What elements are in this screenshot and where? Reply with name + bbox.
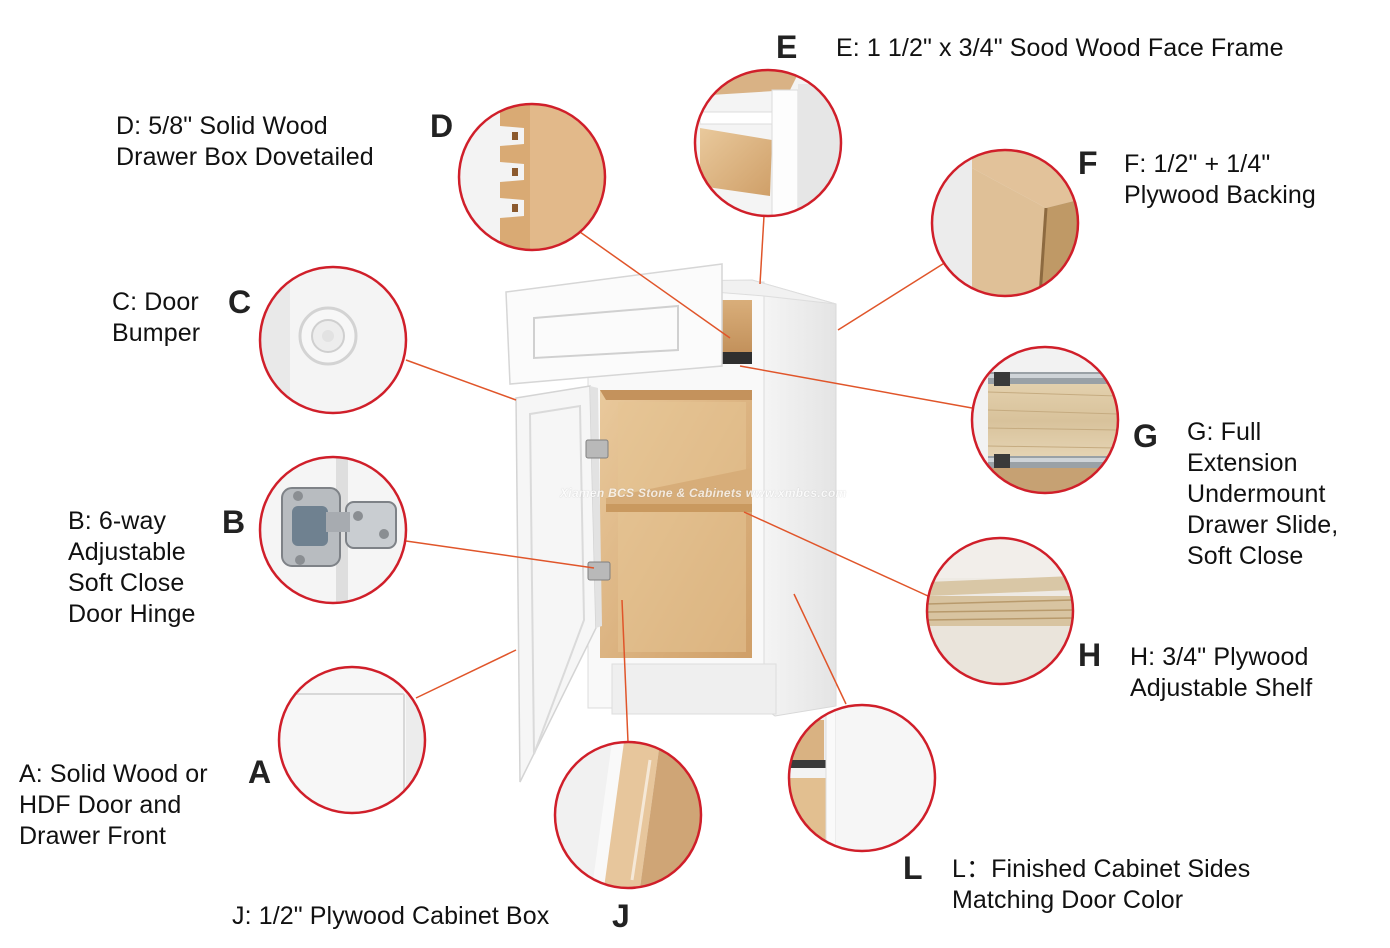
leader-line-a [415,649,517,699]
callout-letter-a: A [248,754,272,790]
watermark-text: Xiamen BCS Stone & Cabinets www.xmbcs.co… [560,486,847,500]
leader-line-l [793,593,847,705]
callout-label-f: F: 1/2" + 1/4" Plywood Backing [1124,150,1316,209]
callout-letter-c: C [228,284,252,320]
callout-label-l: L：Finished Cabinet Sides Matching Door C… [952,855,1251,914]
callout-letter-j: J [612,898,630,934]
callout-label-g: G: Full Extension Undermount Drawer Slid… [1187,418,1339,570]
leader-line-f [837,261,947,331]
leader-line-d [579,231,731,339]
detail-circle-f [930,148,1080,298]
leader-lines [405,215,973,743]
leader-line-g [739,365,973,409]
detail-circle-j [553,740,703,890]
leader-line-j [621,599,629,743]
callout-label-j: J: 1/2" Plywood Cabinet Box [232,902,550,930]
detail-circle-b [258,455,408,605]
callout-letter-l: L [903,850,923,886]
hinge-top [585,439,609,459]
callout-label-b: B: 6-way Adjustable Soft Close Door Hing… [68,507,196,628]
hinge-bottom [587,561,611,581]
cabinet-illustration [505,263,837,783]
callout-letter-g: G [1133,418,1158,454]
callout-label-h: H: 3/4" Plywood Adjustable Shelf [1130,643,1313,702]
leader-line-e [759,215,765,285]
callout-label-e: E: 1 1/2" x 3/4" Sood Wood Face Frame [836,34,1284,62]
callout-label-c: C: Door Bumper [112,288,201,347]
callout-letter-d: D [430,108,454,144]
leader-line-h [743,511,929,597]
drawer-box [722,300,752,358]
detail-circle-g [970,345,1120,495]
cabinet-toe-kick [611,663,777,715]
detail-circle-c [258,265,408,415]
callout-letter-h: H [1078,637,1102,673]
callout-label-a: A: Solid Wood or HDF Door and Drawer Fro… [19,760,208,850]
drawer-front [505,263,723,385]
leader-line-b [405,540,595,569]
cabinet-shelf [606,468,752,510]
callout-letter-b: B [222,504,246,540]
leader-line-c [405,359,517,401]
callout-letter-e: E [776,29,798,65]
detail-circle-h [925,536,1075,686]
detail-circle-d [457,102,607,252]
detail-circle-a [277,665,427,815]
callout-letter-f: F [1078,145,1098,181]
detail-circle-e [693,68,843,218]
detail-circle-l [787,703,937,853]
callout-label-d: D: 5/8" Solid Wood Drawer Box Dovetailed [116,112,374,171]
